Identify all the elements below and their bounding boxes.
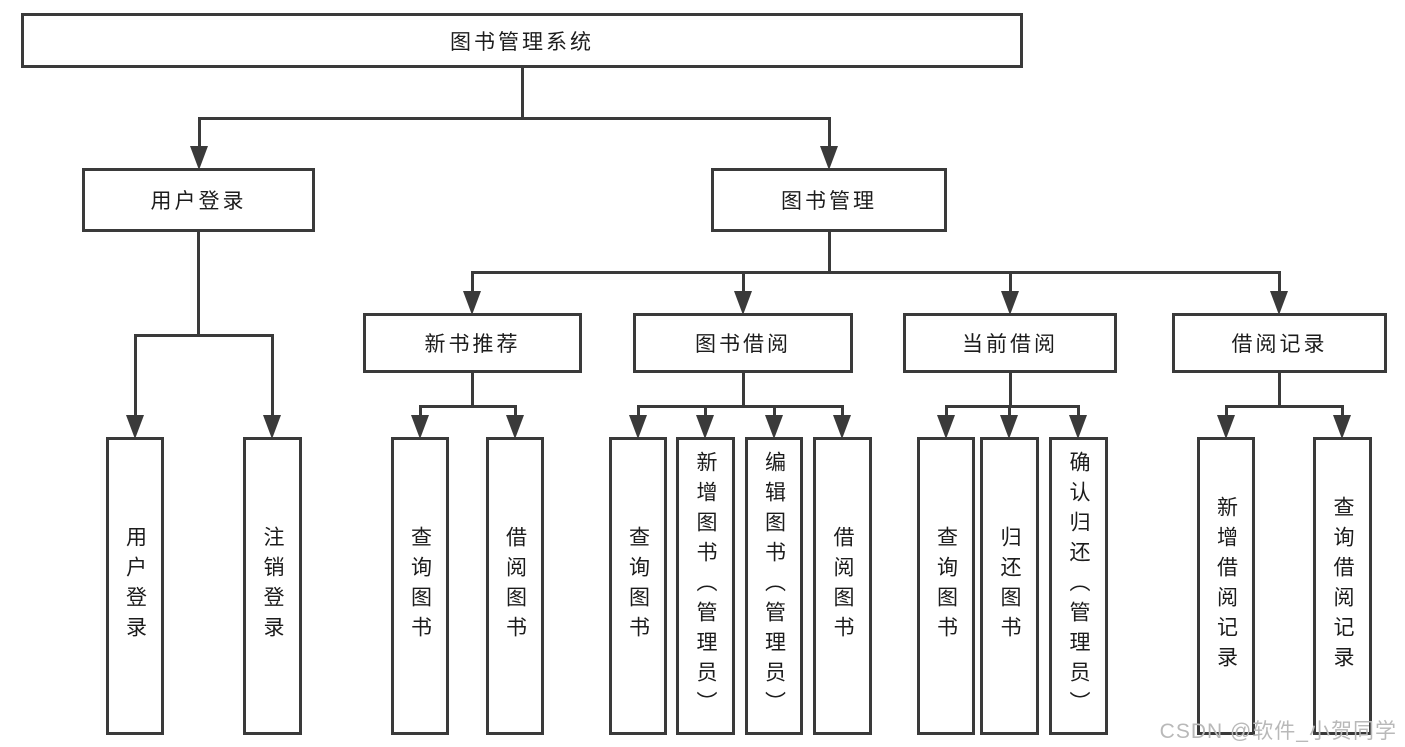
- arrow-down-icon: [1001, 291, 1019, 315]
- leaf-label: 确认归还（管理员）: [1067, 451, 1090, 721]
- leaf-add-book-admin: 新增图书（管理员）: [676, 437, 735, 735]
- connector-line: [418, 406, 422, 417]
- arrow-down-icon: [463, 291, 481, 315]
- leaf-label: 注销登录: [261, 526, 284, 646]
- connector-line: [513, 406, 517, 417]
- leaf-label: 用户登录: [123, 526, 147, 646]
- node-label: 图书管理: [781, 190, 877, 213]
- node-label: 借阅记录: [1231, 333, 1328, 356]
- node-current-borrowing: 当前借阅: [903, 313, 1117, 373]
- arrow-down-icon: [833, 415, 851, 439]
- leaf-label: 查询图书: [934, 526, 958, 646]
- arrow-down-icon: [1270, 291, 1288, 315]
- leaf-query-books-borrowing: 查询图书: [609, 437, 667, 735]
- csdn-watermark: CSDN @软件_小贺同学: [1159, 720, 1397, 743]
- leaf-query-books-recommend: 查询图书: [391, 437, 449, 735]
- arrow-down-icon: [734, 291, 752, 315]
- connector-line: [1008, 370, 1012, 408]
- node-user-login: 用户登录: [82, 168, 315, 232]
- leaf-logout: 注销登录: [243, 437, 302, 735]
- leaf-query-borrow-record: 查询借阅记录: [1313, 437, 1372, 735]
- leaf-label: 编辑图书（管理员）: [762, 451, 786, 721]
- connector-line: [270, 335, 274, 417]
- arrow-down-icon: [820, 146, 838, 170]
- leaf-add-borrow-record: 新增借阅记录: [1197, 437, 1255, 735]
- leaf-return-books: 归还图书: [980, 437, 1039, 735]
- connector-line: [1224, 406, 1228, 417]
- arrow-down-icon: [937, 415, 955, 439]
- connector-line: [827, 229, 831, 274]
- arrow-down-icon: [126, 415, 144, 439]
- connector-line: [827, 118, 831, 148]
- leaf-user-login: 用户登录: [106, 437, 164, 735]
- node-new-book-recommendation: 新书推荐: [363, 313, 582, 373]
- connector-line: [703, 406, 707, 417]
- connector-line: [470, 270, 1281, 274]
- connector-line: [944, 406, 948, 417]
- leaf-edit-book-admin: 编辑图书（管理员）: [745, 437, 803, 735]
- node-book-management: 图书管理: [711, 168, 947, 232]
- connector-line: [1277, 272, 1281, 293]
- leaf-borrow-books-recommend: 借阅图书: [486, 437, 544, 735]
- node-label: 图书管理系统: [450, 30, 594, 54]
- connector-line: [197, 118, 201, 148]
- arrow-down-icon: [190, 146, 208, 170]
- arrow-down-icon: [629, 415, 647, 439]
- node-label: 用户登录: [150, 190, 247, 213]
- connector-line: [636, 404, 844, 408]
- leaf-label: 借阅图书: [831, 526, 854, 646]
- connector-line: [741, 370, 745, 408]
- arrow-down-icon: [765, 415, 783, 439]
- leaf-borrow-books-borrowing: 借阅图书: [813, 437, 872, 735]
- connector-line: [772, 406, 776, 417]
- leaf-label: 归还图书: [998, 526, 1021, 646]
- node-borrowing-records: 借阅记录: [1172, 313, 1387, 373]
- connector-line: [470, 370, 474, 408]
- node-label: 当前借阅: [962, 333, 1058, 356]
- arrow-down-icon: [1333, 415, 1351, 439]
- connector-line: [1277, 370, 1281, 408]
- node-library-management-system: 图书管理系统: [21, 13, 1023, 68]
- connector-line: [1008, 272, 1012, 293]
- arrow-down-icon: [506, 415, 524, 439]
- arrow-down-icon: [263, 415, 281, 439]
- leaf-label: 查询图书: [626, 526, 650, 646]
- connector-line: [520, 66, 524, 120]
- connector-line: [418, 404, 517, 408]
- connector-line: [741, 272, 745, 293]
- leaf-label: 新增图书（管理员）: [694, 451, 717, 721]
- leaf-confirm-return-admin: 确认归还（管理员）: [1049, 437, 1108, 735]
- arrow-down-icon: [411, 415, 429, 439]
- leaf-label: 查询图书: [408, 526, 432, 646]
- leaf-label: 借阅图书: [503, 526, 527, 646]
- arrow-down-icon: [1217, 415, 1235, 439]
- connector-line: [133, 333, 274, 337]
- leaf-label: 新增借阅记录: [1214, 496, 1238, 676]
- connector-line: [196, 229, 200, 337]
- connector-line: [197, 116, 831, 120]
- connector-line: [636, 406, 640, 417]
- connector-line: [944, 404, 1080, 408]
- arrow-down-icon: [1069, 415, 1087, 439]
- connector-line: [1076, 406, 1080, 417]
- node-label: 图书借阅: [695, 333, 791, 356]
- node-label: 新书推荐: [424, 333, 521, 356]
- connector-line: [840, 406, 844, 417]
- node-book-borrowing: 图书借阅: [633, 313, 853, 373]
- arrow-down-icon: [696, 415, 714, 439]
- leaf-label: 查询借阅记录: [1331, 496, 1354, 676]
- leaf-query-books-current: 查询图书: [917, 437, 975, 735]
- connector-line: [1340, 406, 1344, 417]
- connector-line: [1224, 404, 1344, 408]
- arrow-down-icon: [1000, 415, 1018, 439]
- connector-line: [133, 335, 137, 417]
- connector-line: [1007, 406, 1011, 417]
- connector-line: [470, 272, 474, 293]
